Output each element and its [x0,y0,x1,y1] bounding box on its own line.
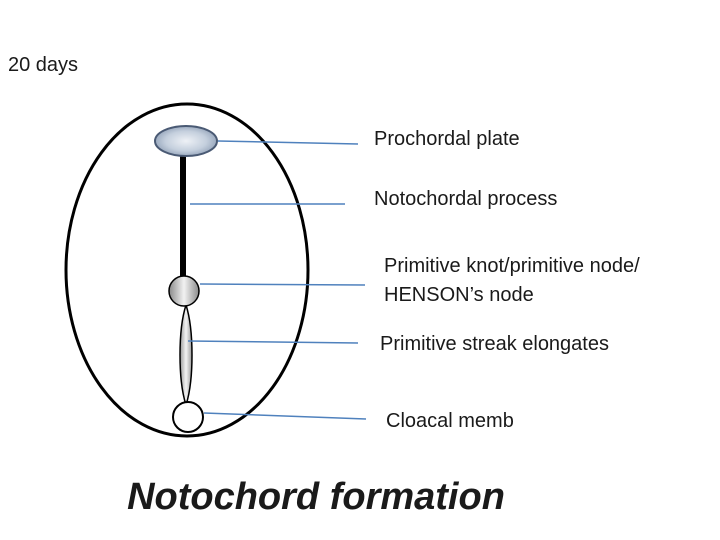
cloacal-membrane-shape [172,401,204,433]
notochordal-process-rod [180,153,186,279]
primitive-streak-shape [179,302,193,408]
embryonic-disc-outline [64,102,310,438]
leader-line-cloacal [203,412,367,420]
label-primitive-streak: Primitive streak elongates [380,333,609,355]
leader-line-streak [187,340,359,344]
label-primitive-knot-line2: HENSON’s node [384,284,534,306]
label-notochordal-process: Notochordal process [374,188,558,210]
primitive-knot-shape [168,275,200,307]
label-cloacal-membrane: Cloacal memb [386,410,514,432]
diagram-title: Notochord formation [127,476,505,518]
prochordal-plate-shape [154,125,218,157]
stage-label: 20 days [8,54,79,76]
label-primitive-knot-line1: Primitive knot/primitive node/ [384,255,640,277]
leader-line-knot [199,283,366,286]
leader-line-prochordal [217,140,359,145]
label-prochordal-plate: Prochordal plate [374,128,520,150]
